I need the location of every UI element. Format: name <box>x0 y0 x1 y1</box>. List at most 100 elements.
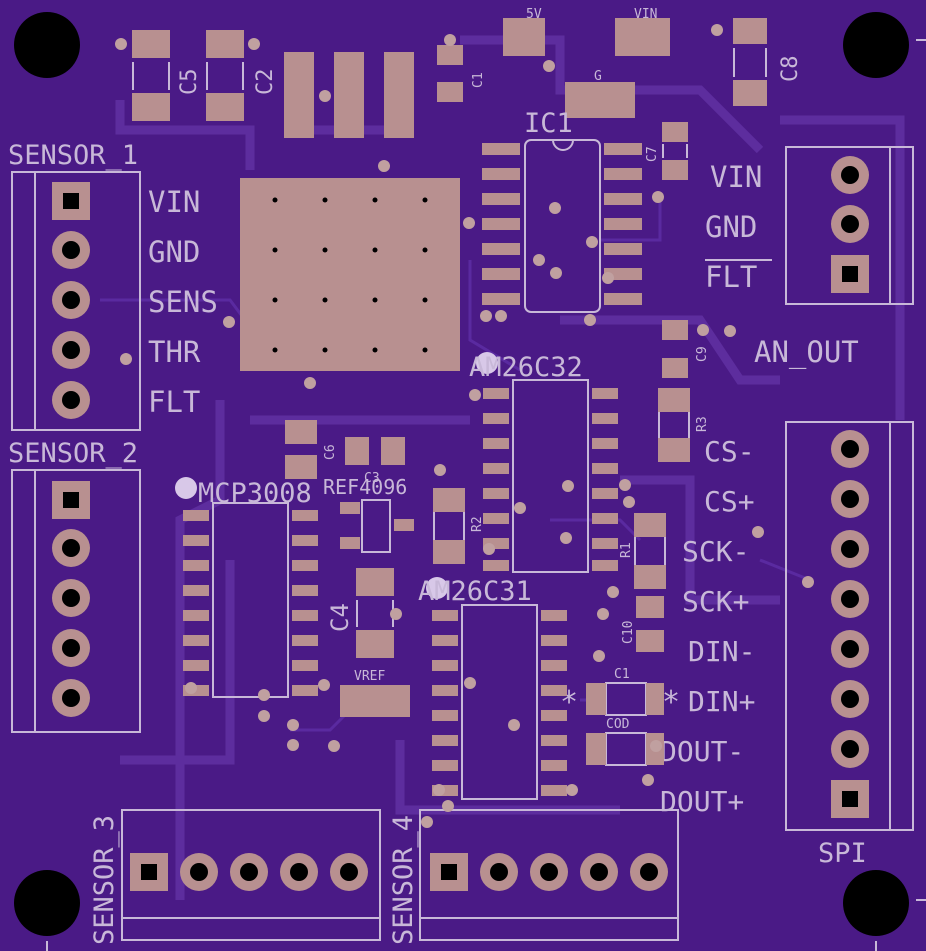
regulator-pad-2 <box>334 52 364 138</box>
sck-minus-label: SCK- <box>682 535 749 568</box>
ic1-label: IC1 <box>524 108 573 139</box>
c3-pad-right <box>381 437 405 465</box>
mount-hole-br <box>843 870 909 936</box>
led-dout-label: COD <box>606 717 630 732</box>
am26c32-label: AM26C32 <box>469 352 583 383</box>
din-minus-label: DIN- <box>688 635 755 668</box>
c2-label: C2 <box>253 69 278 96</box>
an-out-label: AN_OUT <box>754 335 859 370</box>
c9-pad-bottom <box>662 358 688 378</box>
sensor3-label: SENSOR_3 <box>89 815 120 945</box>
c9-pad-top <box>662 320 688 340</box>
c9-label: C9 <box>695 346 710 362</box>
flt-right-label: FLT <box>705 260 757 294</box>
c7-pad-top <box>662 122 688 142</box>
cs-minus-label: CS- <box>704 435 755 468</box>
led-vref <box>340 685 410 717</box>
c7-label: C7 <box>645 146 660 162</box>
am26c32-chip <box>483 379 618 573</box>
c10-label: C10 <box>621 621 636 644</box>
sck-plus-label: SCK+ <box>682 585 749 618</box>
dout-plus-label: DOUT+ <box>660 785 744 818</box>
c2-capacitor <box>206 30 244 121</box>
din-marker-right-icon: * <box>662 685 680 720</box>
ref4096-chip <box>340 499 414 553</box>
sensor1-connector <box>11 171 141 431</box>
c4-pad-top <box>356 568 394 596</box>
am26c31-label: AM26C31 <box>418 576 532 607</box>
sensor1-label: SENSOR_1 <box>8 140 138 171</box>
c5-capacitor <box>132 30 170 121</box>
led-g <box>565 82 635 118</box>
led-g-label: G <box>594 69 602 84</box>
spi-label: SPI <box>818 838 867 869</box>
led-din-label: C1 <box>614 667 630 682</box>
led-vref-label: VREF <box>354 669 385 684</box>
r2-pad-bottom <box>433 540 465 564</box>
regulator-pad-1 <box>284 52 314 138</box>
sensor4-label: SENSOR_4 <box>388 815 419 945</box>
r2-pad-top <box>433 488 465 512</box>
ref4096-label: REF4096 <box>323 475 407 499</box>
am26c32-pin1-dot <box>476 352 498 374</box>
led-vin-label: VIN <box>634 7 657 22</box>
c7-pad-bottom <box>662 160 688 180</box>
c1-pad-bottom <box>437 82 463 102</box>
c1-pad-top <box>437 45 463 65</box>
c3-label: C3 <box>364 471 380 486</box>
mount-hole-bl <box>14 870 80 936</box>
mcp3008-chip <box>183 502 318 698</box>
c4-pad-bottom <box>356 630 394 658</box>
mcp3008-pin1-dot <box>175 477 197 499</box>
am26c31-chip <box>432 604 567 800</box>
power-module <box>240 178 460 371</box>
sensor2-label: SENSOR_2 <box>8 438 138 469</box>
c4-label: C4 <box>326 603 354 632</box>
gnd-right-label: GND <box>705 210 757 244</box>
r2-label: R2 <box>470 516 485 532</box>
sens-label: SENS <box>148 285 218 319</box>
c6-pad-top <box>285 420 317 444</box>
led-5v-label: 5V <box>526 7 542 22</box>
c6-label: C6 <box>323 444 338 460</box>
flt-label: FLT <box>148 385 200 419</box>
am26c31-pin1-dot <box>426 577 448 599</box>
led-5v <box>503 18 545 56</box>
sensor3-connector <box>121 809 381 941</box>
mount-hole-tr <box>843 12 909 78</box>
power-connector <box>785 146 914 305</box>
dout-minus-label: DOUT- <box>660 735 744 768</box>
cs-plus-label: CS+ <box>704 485 755 518</box>
vin-right-label: VIN <box>710 160 762 194</box>
thr-label: THR <box>148 335 201 369</box>
c8-capacitor <box>733 18 767 106</box>
mcp3008-label: MCP3008 <box>198 478 312 509</box>
sensor2-connector <box>11 469 141 733</box>
c10-pad-top <box>636 596 664 618</box>
led-din <box>586 682 664 716</box>
r3-pad-top <box>658 388 690 412</box>
r1-pad-bottom <box>634 565 666 589</box>
ic1-chip <box>482 139 642 313</box>
r1-pad-top <box>634 513 666 537</box>
c6-pad-bottom <box>285 455 317 479</box>
c5-label: C5 <box>177 69 202 96</box>
vias <box>115 24 814 828</box>
r1-label: R1 <box>619 542 634 558</box>
gnd-label: GND <box>148 235 200 269</box>
r3-label: R3 <box>695 416 710 432</box>
din-plus-label: DIN+ <box>688 685 755 718</box>
regulator-pad-3 <box>384 52 414 138</box>
c10-pad-bottom <box>636 630 664 652</box>
sensor4-connector <box>419 809 679 941</box>
vin-label: VIN <box>148 185 200 219</box>
led-vin <box>615 18 670 56</box>
c1-label: C1 <box>471 72 486 88</box>
c8-label: C8 <box>778 56 803 83</box>
r3-pad-bottom <box>658 438 690 462</box>
mount-hole-tl <box>14 12 80 78</box>
c3-pad-left <box>345 437 369 465</box>
spi-connector <box>785 421 914 831</box>
